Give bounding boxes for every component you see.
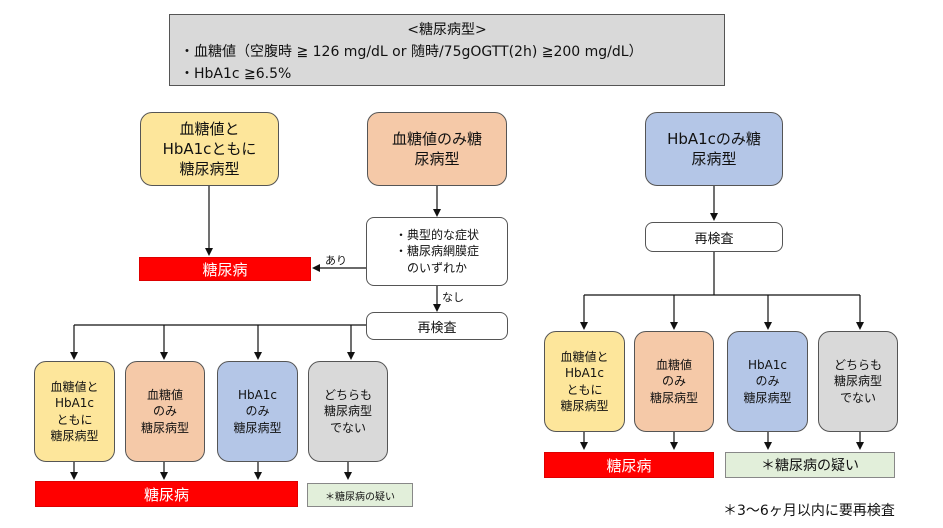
diabetes-bar-top-label: 糖尿病 (202, 260, 248, 279)
retest-box-right: 再検査 (645, 222, 783, 252)
right-outcome-hba1c-only-label: HbA1c のみ 糖尿病型 (743, 358, 792, 405)
right-outcome-glucose-only: 血糖値 のみ 糖尿病型 (634, 331, 714, 432)
diabetes-bar-top: 糖尿病 (139, 257, 311, 281)
criteria-title: <糖尿病型> (407, 22, 487, 38)
right-outcome-both-label: 血糖値と HbA1c ともに 糖尿病型 (560, 350, 609, 413)
glucose-only-box: 血糖値のみ糖 尿病型 (367, 112, 507, 186)
symptoms-box: ・典型的な症状 ・糖尿病網膜症 のいずれか (366, 217, 508, 286)
diabetes-bar-left-label: 糖尿病 (143, 485, 189, 504)
right-outcome-both: 血糖値と HbA1c ともに 糖尿病型 (544, 331, 625, 432)
retest-label-left: 再検査 (417, 320, 457, 336)
suspected-label-left: ＊糖尿病の疑い (325, 491, 395, 503)
right-outcome-neither: どちらも 糖尿病型 でない (818, 331, 898, 432)
both-diabetic-type-box: 血糖値と HbA1cともに 糖尿病型 (140, 112, 279, 186)
left-outcome-neither-label: どちらも 糖尿病型 でない (323, 388, 372, 435)
edge-label-no: なし (442, 291, 464, 304)
glucose-only-label: 血糖値のみ糖 尿病型 (391, 129, 482, 168)
criteria-box: <糖尿病型> ・血糖値（空腹時 ≧ 126 mg/dL or 随時/75gOGT… (169, 14, 725, 86)
hba1c-only-label: HbA1cのみ糖 尿病型 (667, 129, 761, 168)
suspected-box-left: ＊糖尿病の疑い (307, 483, 413, 507)
right-outcome-hba1c-only: HbA1c のみ 糖尿病型 (727, 331, 808, 432)
diabetes-bar-right: 糖尿病 (544, 452, 714, 478)
left-outcome-both: 血糖値と HbA1c ともに 糖尿病型 (34, 361, 115, 462)
left-outcome-glucose-only-label: 血糖値 のみ 糖尿病型 (140, 388, 189, 435)
both-diabetic-type-label: 血糖値と HbA1cともに 糖尿病型 (162, 119, 257, 179)
right-outcome-glucose-only-label: 血糖値 のみ 糖尿病型 (649, 358, 698, 405)
footnote: ＊3〜6ヶ月以内に要再検査 (723, 503, 895, 519)
retest-box-left: 再検査 (366, 312, 508, 340)
hba1c-only-box: HbA1cのみ糖 尿病型 (645, 112, 783, 186)
edge-label-yes: あり (325, 254, 347, 267)
criteria-hba1c: ・HbA1c ≧6.5% (180, 66, 292, 82)
left-outcome-both-label: 血糖値と HbA1c ともに 糖尿病型 (50, 380, 99, 443)
diabetes-bar-right-label: 糖尿病 (606, 456, 652, 475)
left-outcome-hba1c-only-label: HbA1c のみ 糖尿病型 (233, 388, 282, 435)
left-outcome-neither: どちらも 糖尿病型 でない (308, 361, 388, 462)
suspected-box-right: ＊糖尿病の疑い (725, 452, 895, 478)
symptoms-label: ・典型的な症状 ・糖尿病網膜症 のいずれか (394, 228, 479, 275)
left-outcome-hba1c-only: HbA1c のみ 糖尿病型 (217, 361, 298, 462)
retest-label-right: 再検査 (694, 231, 734, 247)
left-outcome-glucose-only: 血糖値 のみ 糖尿病型 (125, 361, 205, 462)
criteria-glucose: ・血糖値（空腹時 ≧ 126 mg/dL or 随時/75gOGTT(2h) ≧… (180, 44, 643, 60)
diabetes-bar-left: 糖尿病 (35, 481, 298, 507)
suspected-label-right: ＊糖尿病の疑い (761, 458, 859, 474)
right-outcome-neither-label: どちらも 糖尿病型 でない (833, 358, 882, 405)
